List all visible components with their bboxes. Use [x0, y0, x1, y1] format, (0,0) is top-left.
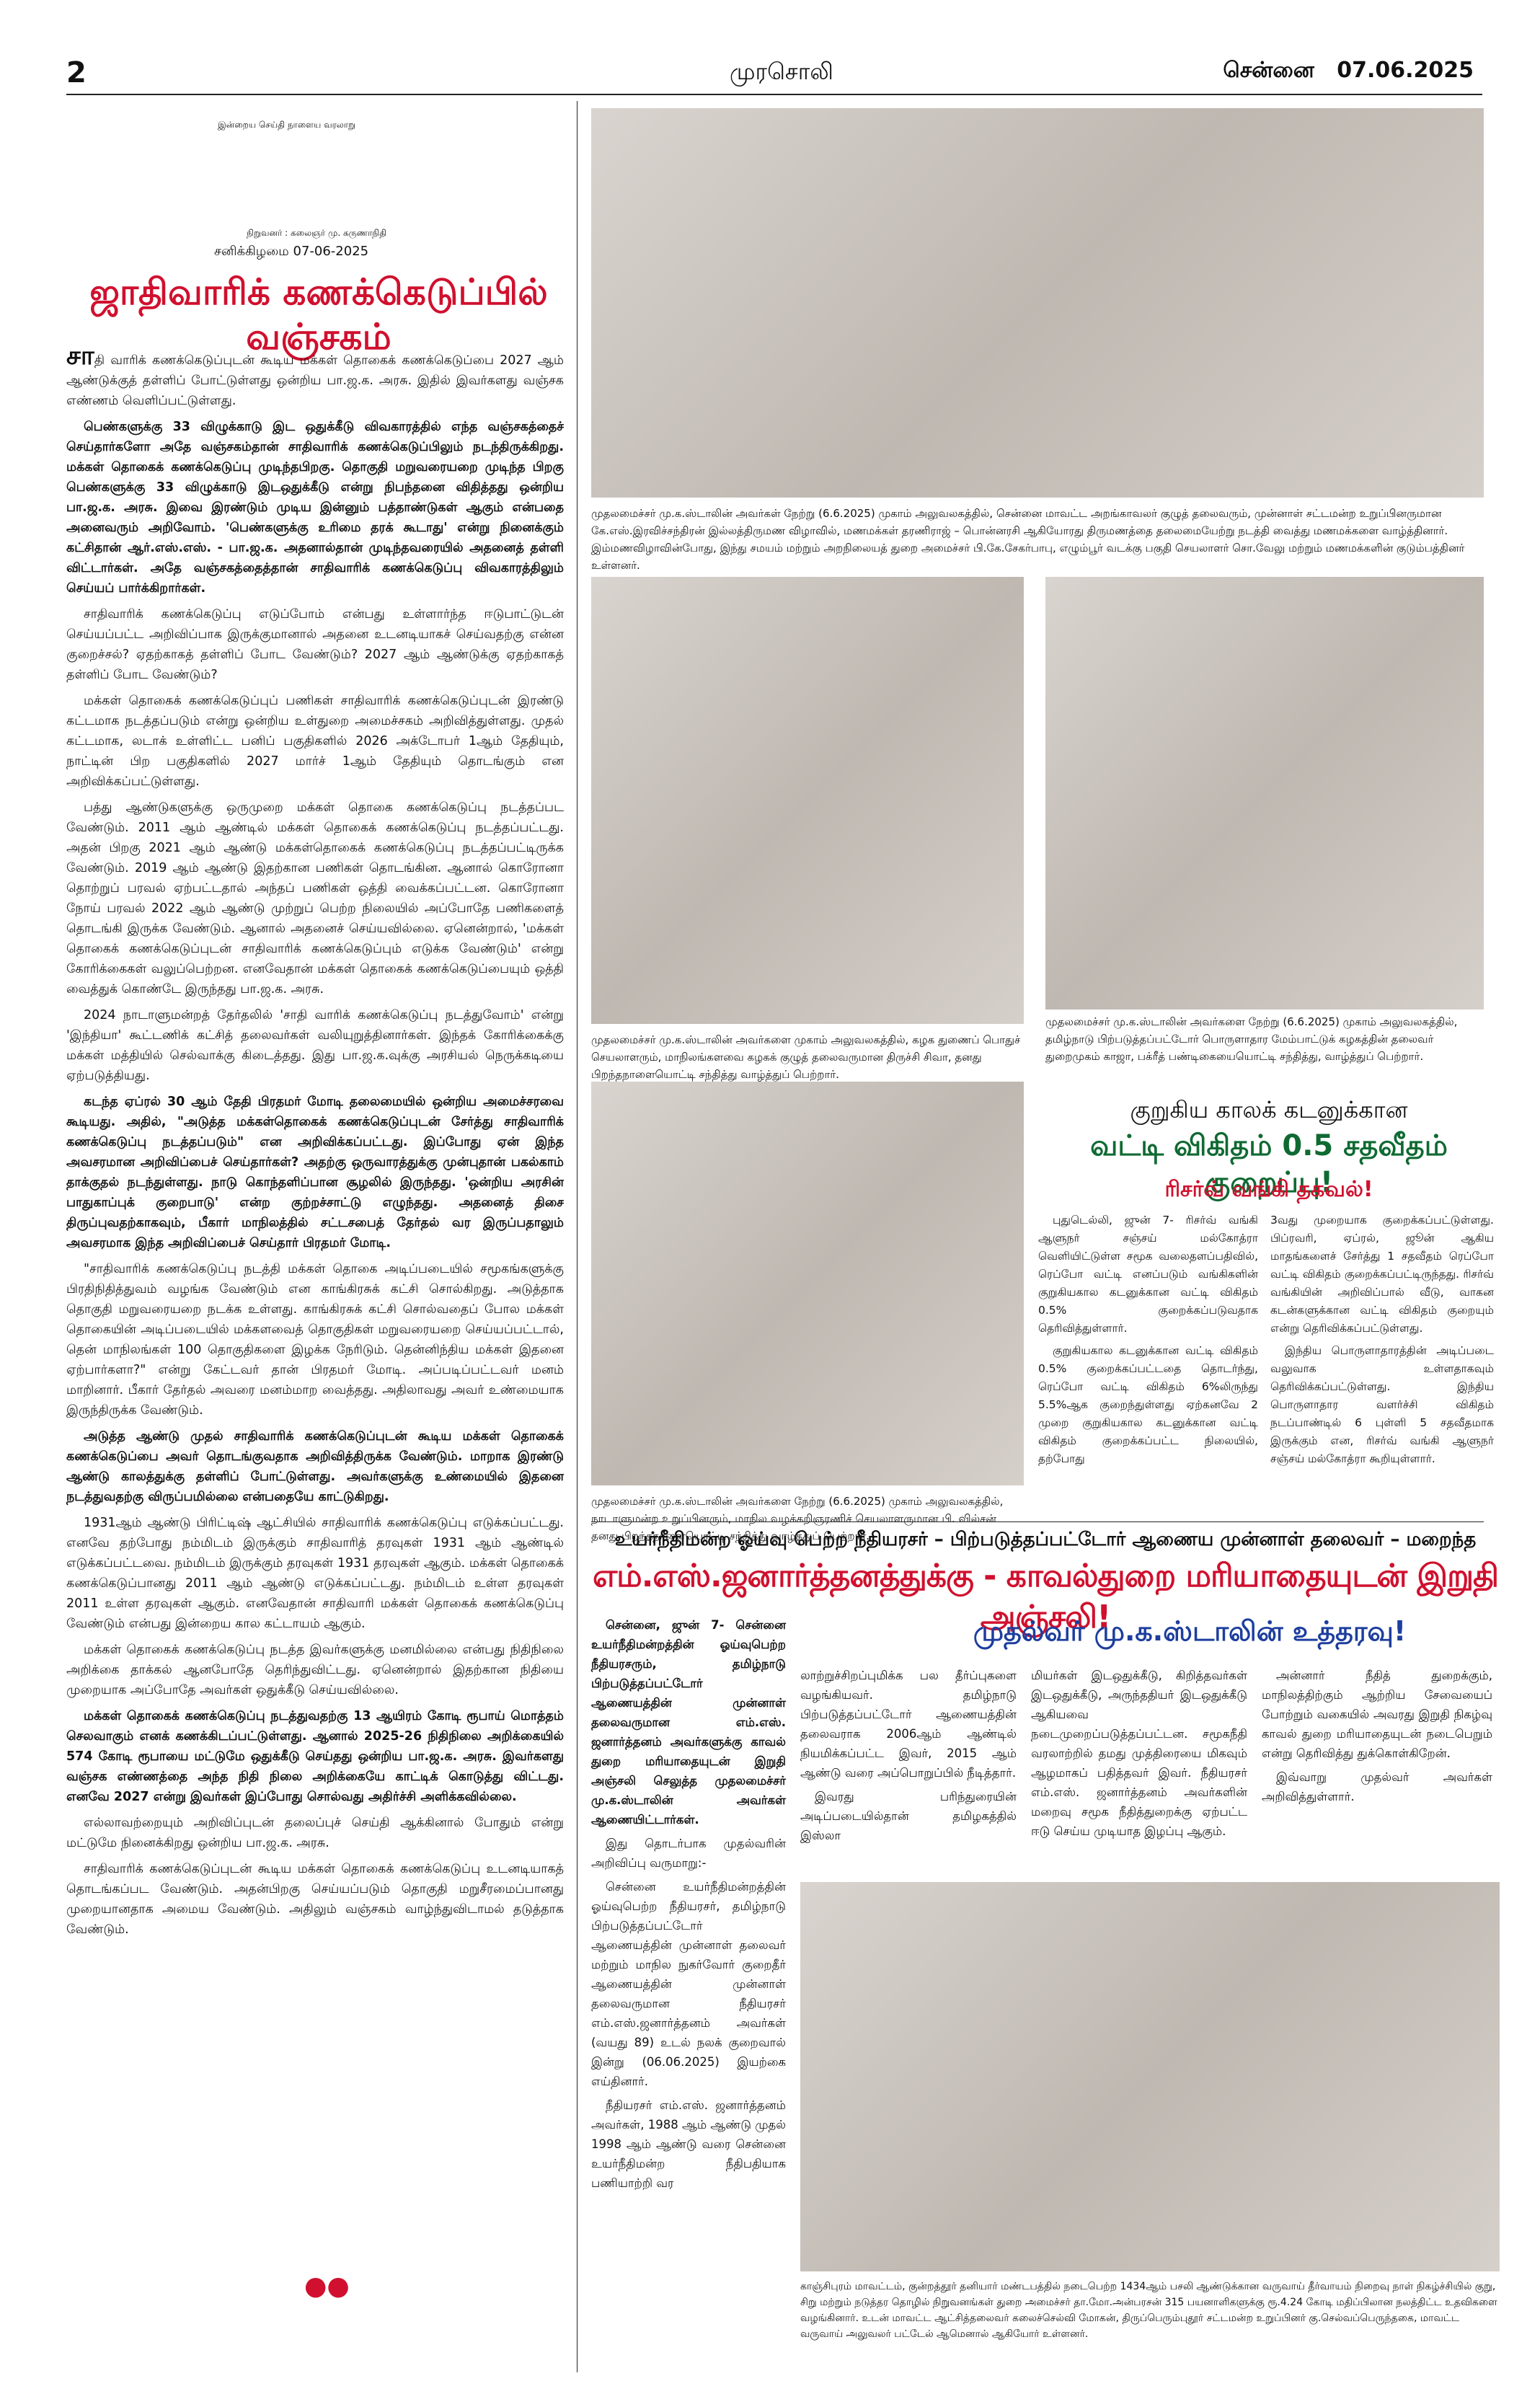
rbi-subhead: ரிசர்வ் வங்கி தகவல்!: [1164, 1177, 1373, 1202]
janarthanam-paragraph: மியர்கள் இடஒதுக்கீடு, கிறித்தவர்கள் இடஒத…: [1031, 1669, 1247, 1838]
editorial-dateline: சனிக்கிழமை 07-06-2025: [214, 244, 369, 259]
photo-trichy-siva-caption: முதலமைச்சர் மு.க.ஸ்டாலின் அவர்களை முகாம்…: [591, 1033, 1021, 1081]
editorial-paragraph: மக்கள் தொகைக் கணக்கெடுப்பு நடத்த இவர்களு…: [66, 1643, 564, 1697]
editorial-headline: ஜாதிவாரிக் கணக்கெடுப்பில் வஞ்சகம்: [89, 271, 548, 358]
editorial-paragraph: பத்து ஆண்டுகளுக்கு ஒருமுறை மக்கள் தொகை க…: [66, 800, 564, 997]
janarthanam-headline: எம்.எஸ்.ஜனார்த்தனத்துக்கு - காவல்துறை மர…: [592, 1558, 1499, 1635]
janarthanam-paragraph: நீதியரசர் எம்.எஸ். ஜனார்த்தனம் அவர்கள், …: [591, 2098, 786, 2190]
rbi-kicker: குறுகிய காலக் கடனுக்கான: [1130, 1096, 1408, 1123]
janarthanam-paragraph: சென்னை, ஜுன் 7- சென்னை உயர்நீதிமன்றத்தின…: [591, 1618, 786, 1827]
drop-cap: சா: [66, 341, 94, 371]
editorial-paragraph: 1931ஆம் ஆண்டு பிரிட்டிஷ் ஆட்சியில் சாதிவ…: [66, 1516, 564, 1631]
photo-wilson: [591, 1082, 1024, 1485]
janarthanam-column-3: மியர்கள் இடஒதுக்கீடு, கிறித்தவர்கள் இடஒத…: [1031, 1666, 1247, 1845]
paper-name: முரசொலி: [730, 58, 833, 85]
editorial-paragraph: 2024 நாடாளுமன்றத் தேர்தலில் 'சாதி வாரிக்…: [66, 1008, 564, 1083]
editorial-body: சாதி வாரிக் கணக்கெடுப்புடன் கூடிய மக்கள்…: [66, 343, 564, 1945]
photo-wedding: [591, 108, 1484, 498]
column-divider: [577, 101, 578, 2372]
editorial-paragraph: பெண்களுக்கு 33 விழுக்காடு இட ஒதுக்கீடு வ…: [66, 420, 564, 596]
photo-kanchipuram: [800, 1882, 1500, 2271]
rbi-story: குறுகிய காலக் கடனுக்கான வட்டி விகிதம் 0.…: [1038, 1096, 1500, 1500]
janarthanam-subhead: முதல்வர் மு.க.ஸ்டாலின் உத்தரவு!: [973, 1615, 1407, 1647]
story-rule: [591, 1521, 1484, 1522]
editorial-paragraph: சாதிவாரிக் கணக்கெடுப்பு எடுப்போம் என்பது…: [66, 607, 564, 682]
editorial-paragraph: மக்கள் தொகைக் கணக்கெடுப்பு நடத்துவதற்கு …: [66, 1709, 564, 1804]
masthead-rule: [66, 94, 1482, 95]
janarthanam-story: உயர்நீதிமன்ற ஓய்வு பெற்ற நீதியரசர் – பிற…: [591, 1529, 1500, 2358]
rbi-paragraph: இந்திய பொருளாதாரத்தின் அடிப்படை வலுவாக உ…: [1270, 1344, 1494, 1465]
editorial-paragraph: மக்கள் தொகைக் கணக்கெடுப்புப் பணிகள் சாதி…: [66, 694, 564, 789]
photo-wedding-caption: முதலமைச்சர் மு.க.ஸ்டாலின் அவர்கள் நேற்று…: [591, 507, 1465, 572]
date-line: சென்னை 07.06.2025: [1223, 58, 1474, 83]
rbi-column-1: புதுடெல்லி, ஜுன் 7- ரிசர்வ் வங்கி ஆளுநர்…: [1038, 1211, 1258, 1472]
editorial-paragraph: அடுத்த ஆண்டு முதல் சாதிவாரிக் கணக்கெடுப்…: [66, 1429, 564, 1504]
editorial-paragraph: எல்லாவற்றையும் அறிவிப்புடன் தலைப்புச் செ…: [66, 1816, 564, 1850]
janarthanam-paragraph: இவ்வாறு முதல்வர் அவர்கள் அறிவித்துள்ளார்…: [1262, 1770, 1492, 1803]
photo-kanchipuram-caption: காஞ்சிபுரம் மாவட்டம், குன்றத்தூர் தனியார…: [800, 2281, 1497, 2340]
janarthanam-paragraph: லாற்றுச்சிறப்புமிக்க பல தீர்ப்புகளை வழங்…: [800, 1669, 1017, 1780]
photo-trichy-siva: [591, 577, 1024, 1024]
janarthanam-column-4: அன்னார் நீதித் துறைக்கும், மாநிலத்திற்கு…: [1262, 1666, 1492, 1811]
janarthanam-kicker: உயர்நீதிமன்ற ஓய்வு பெற்ற நீதியரசர் – பிற…: [614, 1529, 1477, 1550]
photo-kaja: [1045, 577, 1484, 1010]
photo-kaja-caption: முதலமைச்சர் மு.க.ஸ்டாலின் அவர்களை நேற்று…: [1045, 1015, 1458, 1063]
page-number: 2: [66, 56, 87, 89]
janarthanam-column-2: லாற்றுச்சிறப்புமிக்க பல தீர்ப்புகளை வழங்…: [800, 1666, 1017, 1850]
rbi-paragraph: 3வது முறையாக குறைக்கப்பட்டுள்ளது. பிப்ரவ…: [1270, 1214, 1494, 1335]
founder-line: நிறுவனர் : கலைஞர் மு. கருணாநிதி: [247, 228, 387, 238]
rbi-paragraph: புதுடெல்லி, ஜுன் 7- ரிசர்வ் வங்கி ஆளுநர்…: [1038, 1214, 1258, 1335]
editorial-column: இன்றைய செய்தி நாளைய வரலாறு நிறுவனர் : கல…: [66, 101, 571, 2394]
editorial-lead: சாதி வாரிக் கணக்கெடுப்புடன் கூடிய மக்கள்…: [66, 343, 564, 411]
janarthanam-paragraph: சென்னை உயர்நீதிமன்றத்தின் ஓய்வுபெற்ற நீத…: [591, 1880, 786, 2088]
end-mark: ●●: [304, 2271, 350, 2301]
janarthanam-paragraph: இவரது பரிந்துரையின் அடிப்படையில்தான் தமி…: [800, 1790, 1017, 1842]
editorial-paragraph: சாதிவாரிக் கணக்கெடுப்புடன் கூடிய மக்கள் …: [66, 1862, 564, 1937]
janarthanam-paragraph: அன்னார் நீதித் துறைக்கும், மாநிலத்திற்கு…: [1262, 1669, 1492, 1760]
editorial-paragraph: கடந்த ஏப்ரல் 30 ஆம் தேதி பிரதமர் மோடி தல…: [66, 1095, 564, 1250]
janarthanam-paragraph: இது தொடர்பாக முதல்வரின் அறிவிப்பு வருமாற…: [591, 1837, 786, 1870]
editorial-lead-text: தி வாரிக் கணக்கெடுப்புடன் கூடிய மக்கள் த…: [66, 353, 564, 408]
rbi-headline: வட்டி விகிதம் 0.5 சதவீதம் குறைப்பு!: [1090, 1129, 1448, 1199]
section-tag: இன்றைய செய்தி நாளைய வரலாறு: [218, 120, 356, 130]
rbi-column-2: 3வது முறையாக குறைக்கப்பட்டுள்ளது. பிப்ரவ…: [1270, 1211, 1494, 1472]
rbi-paragraph: குறுகியகால கடனுக்கான வட்டி விகிதம் 0.5% …: [1038, 1344, 1258, 1465]
janarthanam-column-1: சென்னை, ஜுன் 7- சென்னை உயர்நீதிமன்றத்தின…: [591, 1615, 786, 2197]
editorial-paragraph: "சாதிவாரிக் கணக்கெடுப்பு நடத்தி மக்கள் த…: [66, 1262, 564, 1418]
